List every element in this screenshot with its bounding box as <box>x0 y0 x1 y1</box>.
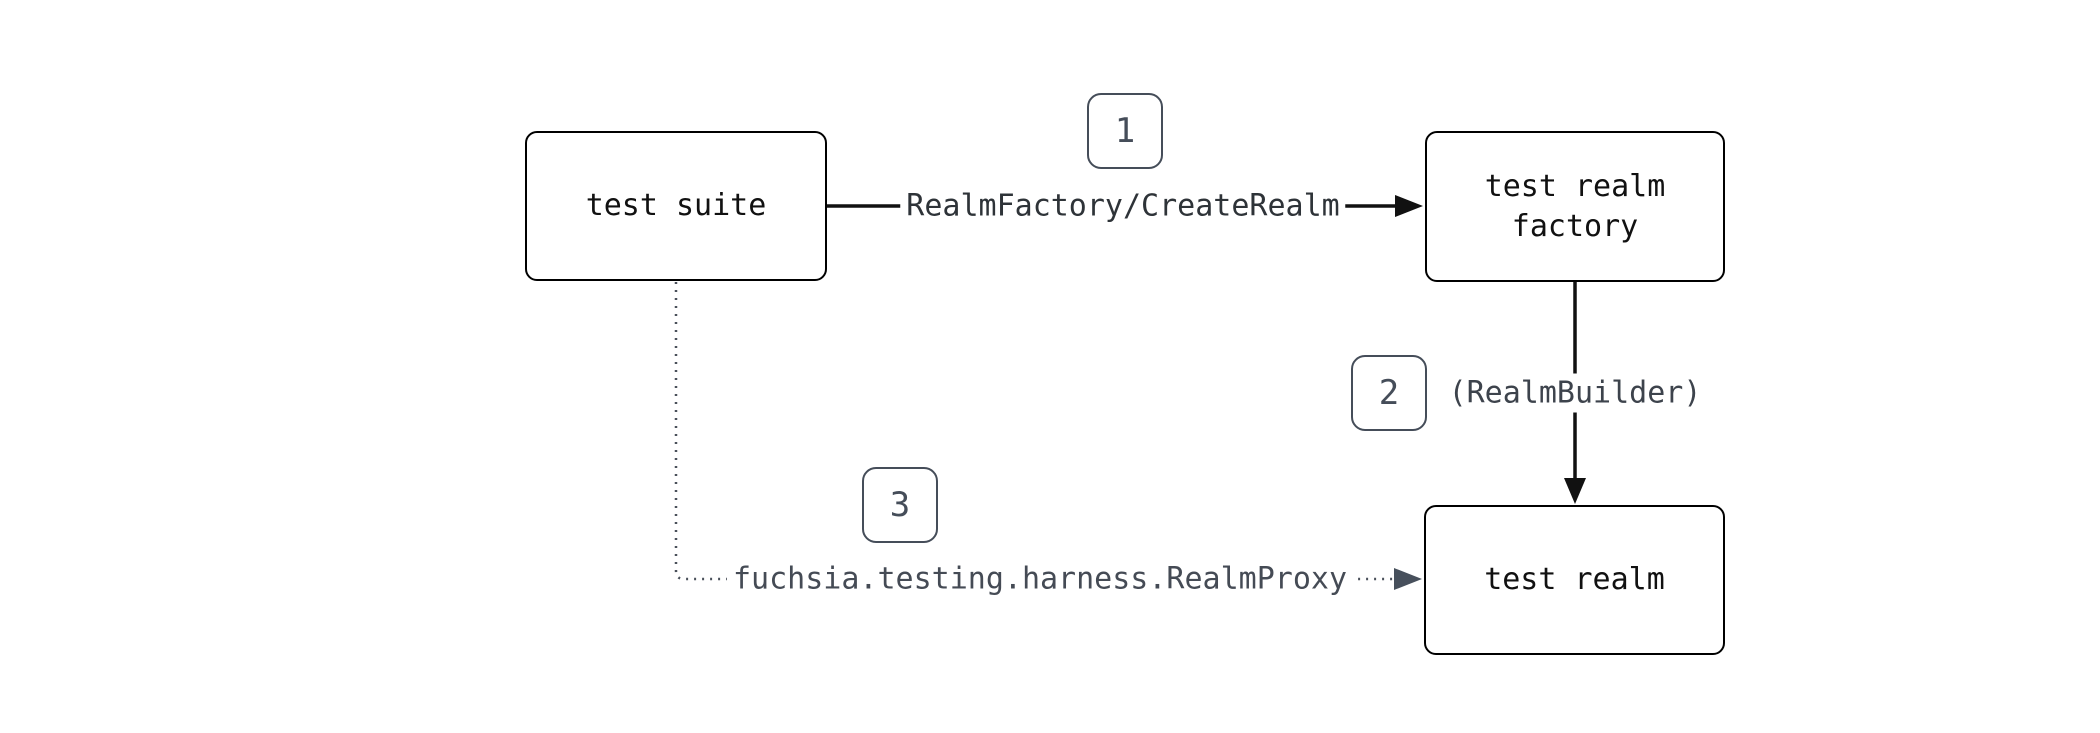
edge-3-step-number: 3 <box>889 485 911 525</box>
edge-3-arrowhead <box>1394 568 1422 590</box>
node-test-suite-label: test suite <box>585 188 767 223</box>
node-test-realm-factory: test realm factory <box>1425 131 1725 282</box>
edge-2-step-number: 2 <box>1378 373 1400 413</box>
node-test-suite: test suite <box>525 131 827 281</box>
edge-3-label: fuchsia.testing.harness.RealmProxy <box>726 559 1354 599</box>
node-test-realm-factory-label: test realm factory <box>1484 168 1666 244</box>
edge-1-label: RealmFactory/CreateRealm <box>900 186 1346 226</box>
edge-1-step-badge: 1 <box>1087 93 1163 169</box>
node-test-realm-label: test realm <box>1484 562 1665 597</box>
edge-3-step-badge: 3 <box>862 467 938 543</box>
edge-2-label: (RealmBuilder) <box>1442 373 1708 413</box>
edge-1-step-number: 1 <box>1114 111 1136 151</box>
edge-1-arrowhead <box>1395 195 1423 217</box>
node-test-realm: test realm <box>1424 505 1725 655</box>
edge-2-arrowhead <box>1564 478 1586 504</box>
edge-3-line <box>674 282 1394 581</box>
edge-2-step-badge: 2 <box>1351 355 1427 431</box>
